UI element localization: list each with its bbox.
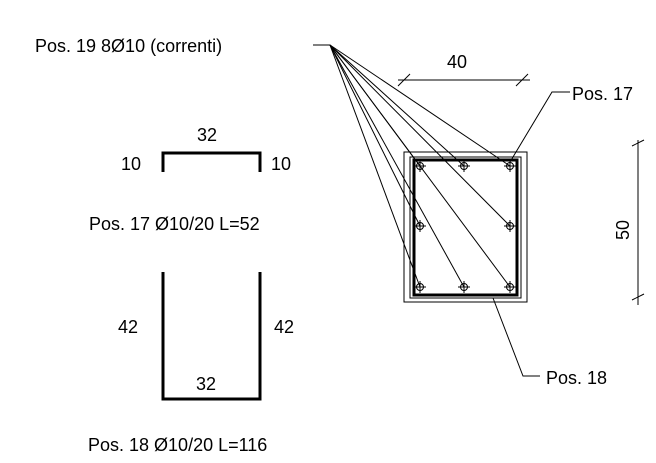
stirrup17-right-dim: 10 [271, 154, 291, 174]
pos19-label: Pos. 19 8Ø10 (correnti) [35, 36, 222, 56]
rebar [414, 220, 426, 232]
pos18-callout-label: Pos. 18 [546, 368, 607, 388]
concrete-outline [403, 151, 528, 303]
width-dimension-label: 40 [447, 52, 467, 72]
pos17-callout-leader [509, 91, 570, 163]
rebar [504, 281, 516, 293]
stirrup18-caption: Pos. 18 Ø10/20 L=116 [88, 435, 267, 455]
stirrup18-left-dim: 42 [118, 317, 138, 337]
height-dimension-label: 50 [613, 220, 633, 240]
rebar-markers [414, 160, 516, 293]
stirrup17-shape [161, 151, 262, 172]
stirrup17-left-dim: 10 [121, 154, 141, 174]
pos17-callout-label: Pos. 17 [572, 84, 633, 104]
width-dimension [397, 73, 530, 87]
stirrup18-bottom-dim: 32 [196, 374, 216, 394]
stirrup17-caption: Pos. 17 Ø10/20 L=52 [89, 214, 260, 234]
rebar [414, 281, 426, 293]
stirrup17-top-dim: 32 [197, 125, 217, 145]
pos19-leader-lines [313, 44, 511, 288]
pos18-callout-leader [492, 297, 540, 377]
rebar [504, 220, 516, 232]
beam-cross-section [403, 151, 528, 303]
stirrup-pos17 [412, 158, 519, 297]
height-dimension [631, 139, 645, 305]
rebar [504, 160, 516, 172]
stirrup18-shape [161, 272, 262, 401]
stirrup-pos18 [409, 156, 522, 299]
rebar [458, 281, 470, 293]
stirrup18-right-dim: 42 [274, 317, 294, 337]
rebar [414, 160, 426, 172]
rebar [458, 160, 470, 172]
